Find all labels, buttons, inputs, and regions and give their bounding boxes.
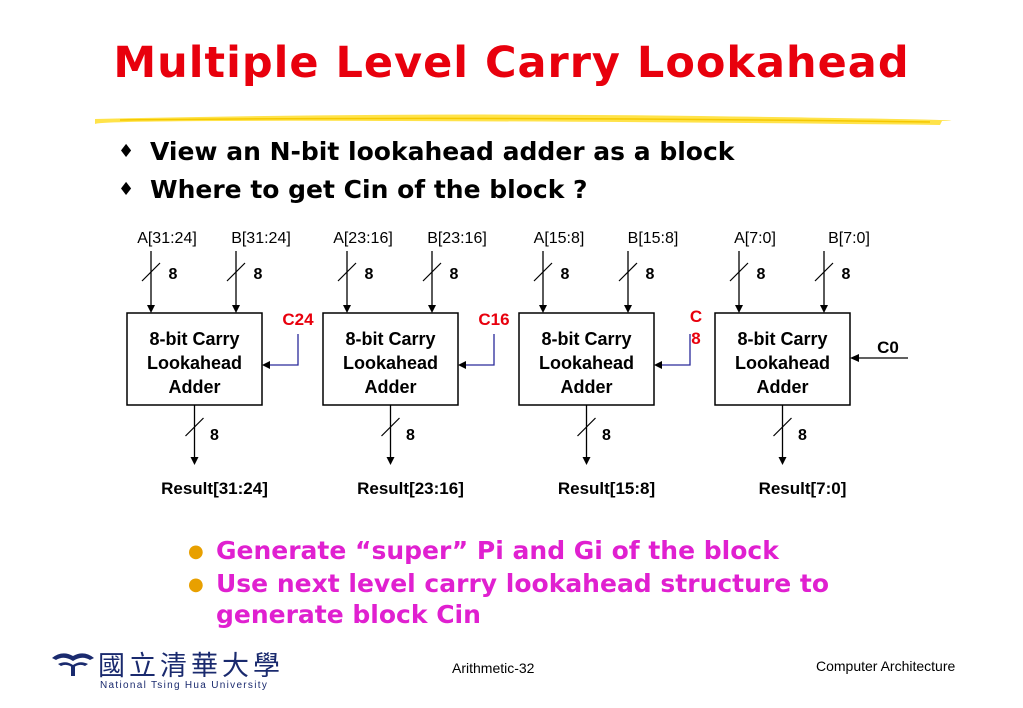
carry-arrow-head <box>262 361 270 369</box>
result-label: Result[31:24] <box>161 479 268 498</box>
carry-arrow-head <box>458 361 466 369</box>
bus-slash <box>422 262 442 282</box>
bus-slash <box>337 262 357 282</box>
sub-bullet-text: Use next level carry lookahead structure… <box>216 569 830 629</box>
adder-block <box>126 312 263 406</box>
bus-slash <box>577 417 596 437</box>
carry-in-label: C0 <box>877 338 899 357</box>
adder-block-label: 8-bit Carry <box>737 329 827 349</box>
adder-block-label: Lookahead <box>343 353 438 373</box>
logo-chinese-text: 國立清華大學 <box>98 651 284 682</box>
input-a-arrow-head <box>147 305 155 313</box>
bus-width-label: 8 <box>406 427 415 444</box>
diamond-bullet-icon: ♦ <box>118 178 135 200</box>
bus-slash <box>814 262 834 282</box>
sub-bullet-item: ● Generate “super” Pi and Gi of the bloc… <box>188 535 908 568</box>
sub-bullet-list: ● Generate “super” Pi and Gi of the bloc… <box>188 535 908 630</box>
input-a-arrow-head <box>735 305 743 313</box>
nthu-emblem-icon <box>52 653 94 676</box>
bus-width-label: 8 <box>842 266 851 283</box>
output-arrow-head <box>778 457 787 465</box>
adder-block-label: Adder <box>756 377 808 397</box>
carry-in-label: C24 <box>282 310 314 329</box>
slide-number: Arithmetic-32 <box>452 660 535 676</box>
diamond-bullet-icon: ♦ <box>118 140 135 162</box>
bus-width-label: 8 <box>602 427 611 444</box>
dot-bullet-icon: ● <box>188 574 204 595</box>
adder-block-label: Adder <box>560 377 612 397</box>
adder-block-label: 8-bit Carry <box>345 329 435 349</box>
slide-title: Multiple Level Carry Lookahead <box>113 38 910 88</box>
adder-block-label: Adder <box>168 377 220 397</box>
bullet-item: ♦ View an N-bit lookahead adder as a blo… <box>118 132 734 170</box>
bus-width-label: 8 <box>365 266 374 283</box>
logo-english-text: National Tsing Hua University <box>100 680 269 691</box>
bus-slash <box>729 262 749 282</box>
carry-wire <box>466 334 495 366</box>
adder-block-label: Lookahead <box>147 353 242 373</box>
carry-in-label: C16 <box>478 310 509 329</box>
bullet-text: Where to get Cin of the block ? <box>150 174 588 204</box>
input-a-label: A[23:16] <box>333 230 393 247</box>
carry-in-label: C <box>690 307 702 326</box>
adder-block <box>322 312 459 406</box>
bus-width-label: 8 <box>169 266 178 283</box>
title-divider <box>95 114 952 125</box>
result-label: Result[15:8] <box>558 479 655 498</box>
bus-width-label: 8 <box>646 266 655 283</box>
bus-width-label: 8 <box>561 266 570 283</box>
input-b-arrow-head <box>820 305 828 313</box>
carry-wire <box>270 334 299 366</box>
bus-slash <box>773 417 792 437</box>
bus-slash <box>618 262 638 282</box>
output-arrow-head <box>190 457 199 465</box>
input-b-label: B[31:24] <box>231 230 291 247</box>
adder-block <box>714 312 851 406</box>
output-arrow-head <box>582 457 591 465</box>
bus-width-label: 8 <box>210 427 219 444</box>
bus-width-label: 8 <box>450 266 459 283</box>
input-b-label: B[23:16] <box>427 230 487 247</box>
carry-in-label: 8 <box>691 329 700 348</box>
input-b-arrow-head <box>232 305 240 313</box>
bus-slash <box>141 262 161 282</box>
result-label: Result[7:0] <box>759 479 847 498</box>
adder-block-label: 8-bit Carry <box>149 329 239 349</box>
bullet-item: ♦ Where to get Cin of the block ? <box>118 170 734 208</box>
bullet-list: ♦ View an N-bit lookahead adder as a blo… <box>118 132 734 208</box>
bullet-text: View an N-bit lookahead adder as a block <box>150 136 735 166</box>
sub-bullet-text: Generate “super” Pi and Gi of the block <box>216 536 779 565</box>
input-b-arrow-head <box>428 305 436 313</box>
input-a-arrow-head <box>539 305 547 313</box>
bus-slash <box>533 262 553 282</box>
adder-block-label: Lookahead <box>539 353 634 373</box>
adder-block-label: Lookahead <box>735 353 830 373</box>
bus-slash <box>226 262 246 282</box>
carry-arrow-head <box>850 354 859 362</box>
output-arrow-head <box>386 457 395 465</box>
input-b-label: B[7:0] <box>828 230 870 247</box>
sub-bullet-item: ● Use next level carry lookahead structu… <box>188 568 908 630</box>
carry-arrow-head <box>654 361 662 369</box>
input-b-arrow-head <box>624 305 632 313</box>
input-a-label: A[15:8] <box>534 230 585 247</box>
dot-bullet-icon: ● <box>188 541 204 562</box>
bus-slash <box>381 417 400 437</box>
adder-block-label: 8-bit Carry <box>541 329 631 349</box>
bus-width-label: 8 <box>254 266 263 283</box>
adder-block-label: Adder <box>364 377 416 397</box>
carry-lookahead-diagram: A[31:24] B[31:24] 8 8 8-bit CarryLookaheadAd… <box>126 230 908 498</box>
adder-block <box>518 312 655 406</box>
input-b-label: B[15:8] <box>628 230 679 247</box>
bus-width-label: 8 <box>757 266 766 283</box>
bus-slash <box>185 417 204 437</box>
result-label: Result[23:16] <box>357 479 464 498</box>
course-name: Computer Architecture <box>816 658 956 674</box>
input-a-arrow-head <box>343 305 351 313</box>
input-a-label: A[7:0] <box>734 230 776 247</box>
input-a-label: A[31:24] <box>137 230 197 247</box>
bus-width-label: 8 <box>798 427 807 444</box>
carry-wire <box>662 334 691 366</box>
